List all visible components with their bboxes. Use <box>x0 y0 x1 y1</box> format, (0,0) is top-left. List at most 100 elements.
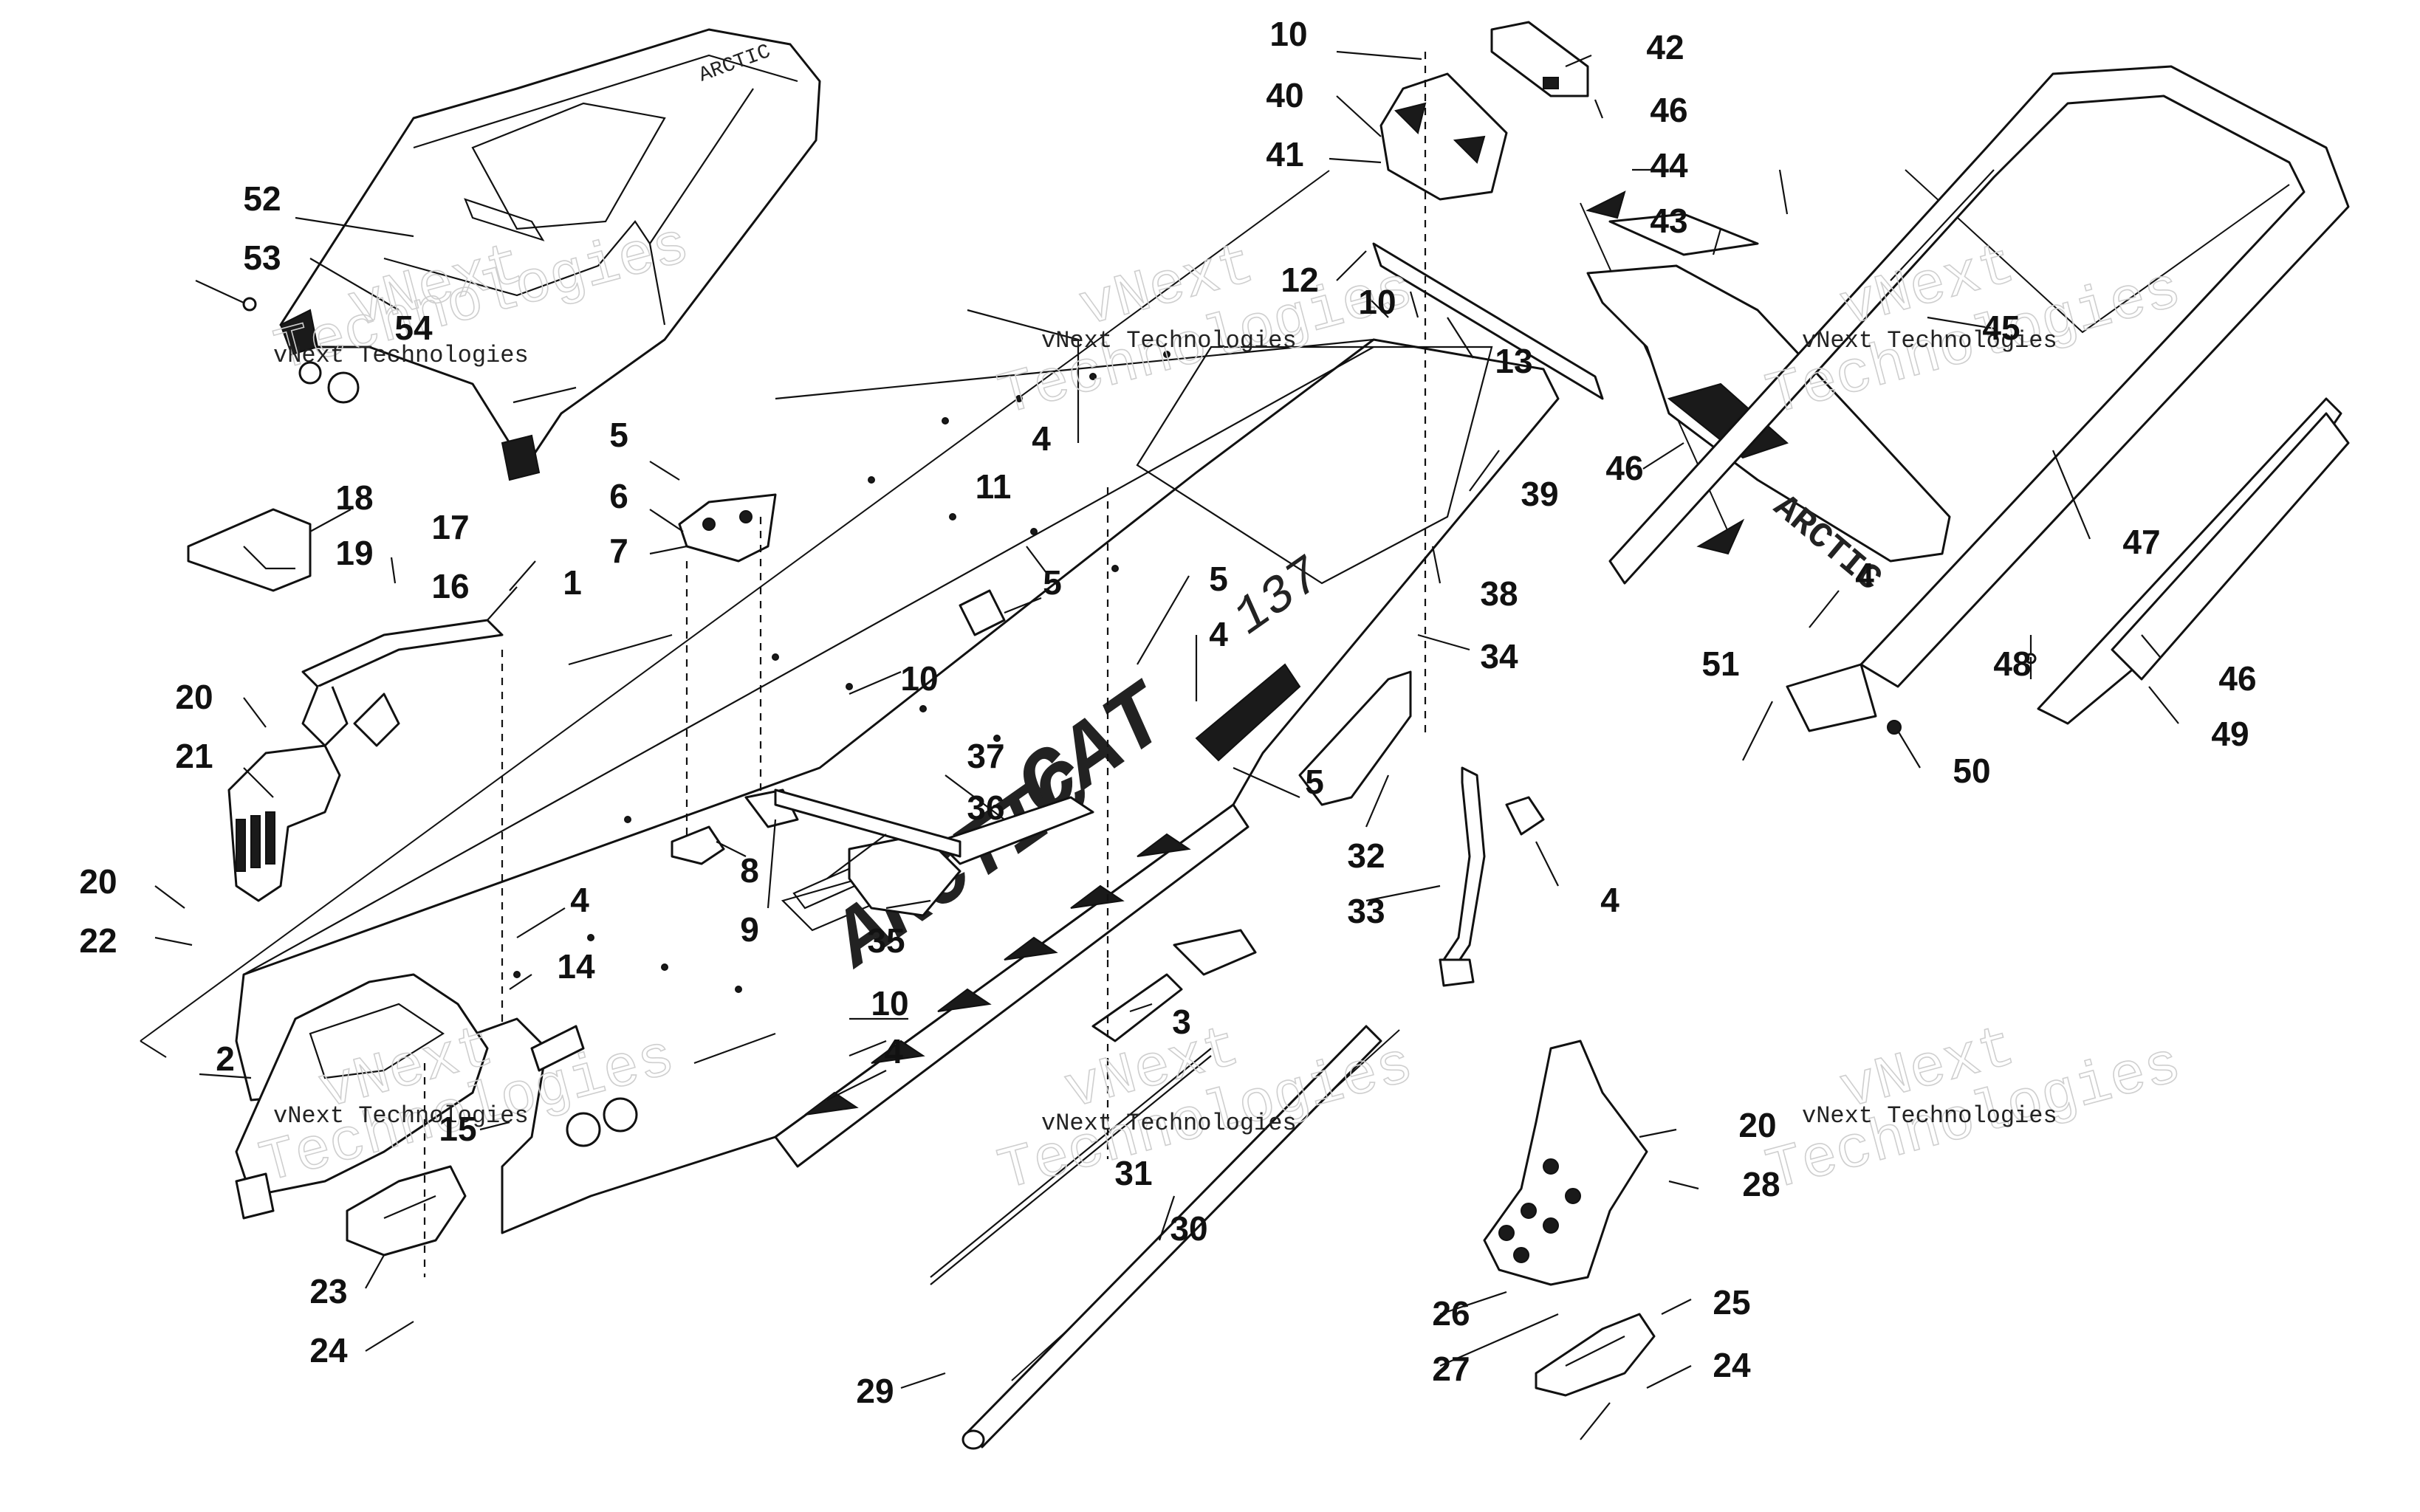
tunnel-rivets <box>513 351 1170 993</box>
callout-19: 19 <box>335 534 373 572</box>
callout-13: 13 <box>1495 342 1532 380</box>
leader-lines <box>154 50 2179 1440</box>
callout-50: 50 <box>1953 752 1990 790</box>
flap-strap <box>1608 213 1759 256</box>
foot-pad-25 <box>1535 1313 1656 1397</box>
svg-text:vNext Technologies: vNext Technologies <box>273 1102 529 1130</box>
grab-bar <box>301 619 504 747</box>
callout-10-c: 10 <box>900 659 938 698</box>
callout-35: 35 <box>867 921 905 960</box>
plug-51 <box>1786 663 1877 732</box>
callout-24-b: 24 <box>1713 1346 1751 1384</box>
callout-25: 25 <box>1713 1283 1750 1322</box>
callout-46-a: 46 <box>1650 91 1687 129</box>
callout-20-b: 20 <box>79 862 117 901</box>
arrow-upper <box>1586 190 1626 219</box>
callout-47: 47 <box>2122 523 2160 561</box>
callout-2: 2 <box>216 1040 235 1078</box>
callout-29: 29 <box>856 1372 894 1410</box>
side-rail <box>2037 397 2350 725</box>
callout-31: 31 <box>1114 1154 1152 1192</box>
callout-21: 21 <box>175 737 213 775</box>
callout-9: 9 <box>740 910 759 949</box>
foot-pad-23 <box>346 1165 467 1257</box>
callout-14: 14 <box>557 947 595 986</box>
bumper-reference-line <box>1905 169 2290 334</box>
bumper-bracket <box>1379 72 1508 201</box>
callout-20-a: 20 <box>175 678 213 716</box>
callout-23: 23 <box>309 1272 347 1310</box>
footrest <box>1483 1040 1648 1286</box>
callout-48: 48 <box>1993 645 2031 683</box>
callout-37: 37 <box>967 737 1004 775</box>
callout-44: 44 <box>1650 146 1688 185</box>
callout-5-a: 5 <box>609 416 628 454</box>
callout-11: 11 <box>976 467 1012 506</box>
callout-8: 8 <box>740 851 759 890</box>
callout-46-b: 46 <box>1605 449 1643 487</box>
callout-18: 18 <box>335 478 373 517</box>
guard-32 <box>1298 670 1412 806</box>
callout-15: 15 <box>439 1110 476 1148</box>
callout-34: 34 <box>1480 637 1518 676</box>
callout-51: 51 <box>1701 645 1739 683</box>
callout-4-f: 4 <box>884 1032 903 1071</box>
seat-hardware <box>195 280 360 404</box>
callout-5-c: 5 <box>1209 560 1228 598</box>
callout-52: 52 <box>243 179 281 218</box>
callout-5-b: 5 <box>1043 563 1062 602</box>
callout-36: 36 <box>967 788 1004 827</box>
rear-bracket-13 <box>1372 242 1604 400</box>
callout-38: 38 <box>1480 574 1518 613</box>
callout-labels: 1 2 3 4 4 4 4 4 4 5 5 5 5 6 7 8 9 10 10 … <box>79 15 2256 1410</box>
svg-text:vNext Technologies: vNext Technologies <box>1041 1110 1297 1137</box>
callout-42: 42 <box>1646 28 1684 66</box>
callout-53: 53 <box>243 238 281 277</box>
running-board <box>774 803 1250 1168</box>
callout-32: 32 <box>1347 836 1385 875</box>
callout-12: 12 <box>1281 261 1318 299</box>
bumper-end-cap <box>1490 21 1589 97</box>
hoop-33 <box>1439 766 1545 987</box>
svg-text:vNext Technologies: vNext Technologies <box>1041 327 1297 354</box>
svg-text:vNext Technologies: vNext Technologies <box>273 342 529 369</box>
svg-text:vNext Technologies: vNext Technologies <box>1802 327 2057 354</box>
tunnel-reference-line <box>140 170 1330 1042</box>
callout-39: 39 <box>1521 475 1558 513</box>
plate-5 <box>959 589 1006 636</box>
callout-6: 6 <box>609 477 628 515</box>
tunnel-reference-line-end <box>140 1040 167 1058</box>
callout-43: 43 <box>1650 202 1687 240</box>
callout-10-b: 10 <box>1358 283 1396 321</box>
callout-28: 28 <box>1742 1165 1780 1203</box>
rail-31 <box>930 1048 1212 1285</box>
callout-54: 54 <box>394 309 433 347</box>
callout-4-e: 4 <box>570 881 589 919</box>
callout-27: 27 <box>1432 1350 1470 1388</box>
grab-bar-cover <box>187 508 312 592</box>
bracket-35 <box>693 1032 776 1065</box>
callout-45: 45 <box>1982 309 2020 347</box>
arrow-lower <box>1696 518 1745 555</box>
callout-22: 22 <box>79 921 117 960</box>
callout-4-c: 4 <box>1855 556 1874 594</box>
rivet-48 <box>2025 635 2037 664</box>
callout-4-d: 4 <box>1600 881 1619 919</box>
plate-8 <box>671 825 725 865</box>
tunnel: 137 CAT ARCTIC <box>235 338 1560 1234</box>
callout-40: 40 <box>1266 76 1303 114</box>
callout-24-a: 24 <box>309 1331 348 1370</box>
callout-41: 41 <box>1266 135 1303 173</box>
callout-1: 1 <box>563 563 582 602</box>
front-bracket <box>235 973 489 1220</box>
callout-10-a: 10 <box>1269 15 1307 53</box>
callout-3: 3 <box>1172 1003 1191 1041</box>
callout-33: 33 <box>1347 892 1385 930</box>
tunnel-rail-11 <box>774 788 962 858</box>
callout-5-d: 5 <box>1305 763 1324 801</box>
plug-50 <box>1887 720 1902 735</box>
callout-7: 7 <box>609 532 628 570</box>
callout-20-c: 20 <box>1738 1106 1776 1144</box>
callout-17: 17 <box>431 508 469 546</box>
